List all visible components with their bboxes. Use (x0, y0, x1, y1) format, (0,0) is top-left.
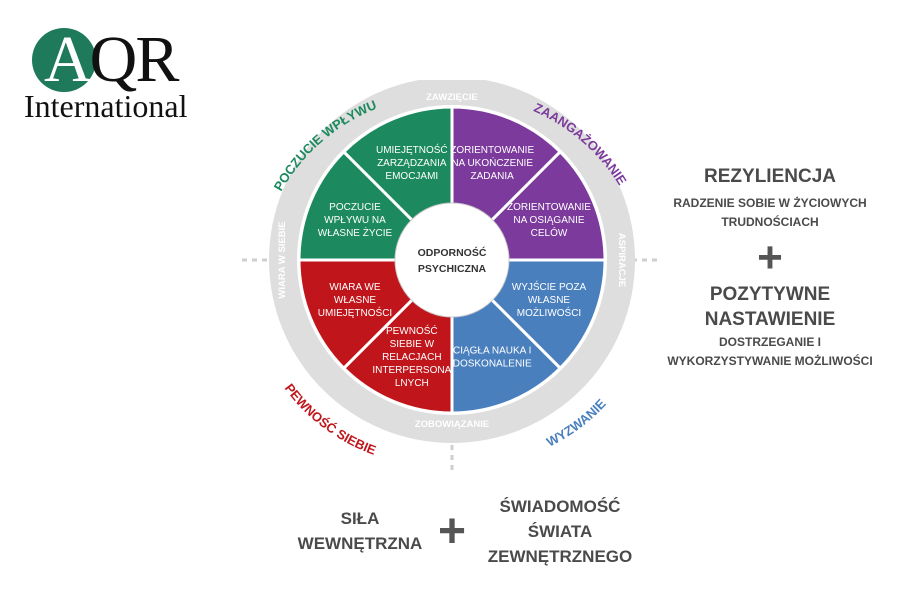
segment-label-line: PEWNOŚĆ (386, 324, 438, 337)
ring-label-left: WIARA W SIEBIE (277, 221, 288, 298)
segment-label-line: NA UKOŃCZENIE (451, 156, 533, 169)
inner-strength-label: SIŁA WEWNĘTRZNA (280, 506, 440, 556)
resilience-wheel: ODPORNOŚĆ PSYCHICZNA ZAWZIĘCIE ZOBOWIĄZA… (242, 80, 662, 470)
segment-label-line: CIĄGŁA NAUKA I (453, 346, 531, 357)
segment-label-line: WPŁYWU NA (324, 215, 386, 226)
logo-letter-a: A (44, 23, 92, 96)
inner-strength-line2: WEWNĘTRZNA (297, 534, 423, 553)
logo-circle (32, 28, 96, 92)
logo-subtitle: International (24, 88, 188, 124)
outer-awareness-line1: ŚWIADOMOŚĆ (499, 497, 621, 516)
outer-awareness-line2: ŚWIATA (527, 522, 593, 541)
bottom-plus-icon: + (437, 505, 467, 558)
inner-strength-line1: SIŁA (340, 509, 380, 528)
positive-attitude-title-line2: NASTAWIENIE (704, 309, 836, 330)
segment-label-line: WŁASNE ŻYCIE (318, 226, 393, 239)
segment-label-line: RELACJACH (382, 352, 441, 363)
positive-attitude-subtitle-line2: WYKORZYSTYWANIE MOŻLIWOŚCI (667, 354, 873, 368)
center-circle (394, 202, 510, 318)
resilience-subtitle-line1: RADZENIE SOBIE W ŻYCIOWYCH (673, 196, 867, 210)
segment-label-line: ZADANIA (471, 171, 515, 182)
resilience-subtitle-line2: TRUDNOŚCIACH (721, 215, 819, 229)
positive-attitude-title: POZYTYWNE NASTAWIENIE (640, 282, 900, 332)
segment-label-line: NA OSIĄGANIE (513, 215, 584, 226)
logo-letters-qr: QR (89, 23, 180, 96)
segment-label-line: WIARA WE (329, 282, 380, 293)
logo-mark: AQR (44, 23, 180, 96)
ring-label-right: ASPIRACJE (616, 233, 627, 287)
segment-label-line: DOSKONALENIE (453, 359, 532, 370)
segment-label-pewnosc-siebie-2: PEWNOŚĆ SIEBIE W RELACJACH INTERPERSONA LNYC… (372, 324, 451, 389)
positive-attitude-title-line1: POZYTYWNE (709, 284, 831, 305)
segment-label-poczucie-wplywu-1: UMIEJĘTNOŚĆ ZARZĄDZANIA EMOCJAMI (376, 143, 448, 182)
segment-label-line: CELÓW (531, 226, 568, 239)
resilience-title: REZYLIENCJA (704, 166, 836, 187)
segment-label-line: POCZUCIE (329, 202, 381, 213)
center-label-line2: PSYCHICZNA (418, 263, 487, 275)
segment-label-line: UMIEJĘTNOŚĆ (376, 143, 448, 156)
segment-label-line: WYJŚCIE POZA (512, 280, 587, 293)
segment-label-line: LNYCH (395, 378, 429, 389)
segment-label-line: ZARZĄDZANIA (377, 158, 447, 169)
ring-label-bottom: ZOBOWIĄZANIE (415, 419, 489, 430)
segment-label-line: ZORIENTOWANIE (450, 145, 534, 156)
aqr-logo: AQR International (22, 18, 222, 128)
outer-awareness-label: ŚWIADOMOŚĆ ŚWIATA ZEWNĘTRZNEGO (460, 494, 660, 569)
right-plus-icon: + (757, 233, 783, 282)
center-label-line1: ODPORNOŚĆ (418, 246, 487, 259)
ring-label-top: ZAWZIĘCIE (426, 92, 478, 103)
segment-label-line: WŁASNE (528, 295, 571, 306)
outer-awareness-line3: ZEWNĘTRZNEGO (487, 547, 633, 566)
segment-label-line: WŁASNE (334, 295, 377, 306)
segment-label-line: INTERPERSONA (372, 365, 451, 376)
segment-label-line: EMOCJAMI (385, 171, 438, 182)
segment-label-line: SIEBIE W (390, 339, 435, 350)
segment-label-wyzwanie-2: CIĄGŁA NAUKA I DOSKONALENIE (453, 346, 532, 370)
segment-label-line: UMIEJĘTNOŚCI (318, 306, 392, 319)
positive-attitude-subtitle: DOSTRZEGANIE I WYKORZYSTYWANIE MOŻLIWOŚCI (640, 333, 900, 371)
segment-label-line: ZORIENTOWANIE (507, 202, 591, 213)
segment-label-line: MOŻLIWOŚCI (517, 306, 581, 319)
positive-attitude-subtitle-line1: DOSTRZEGANIE I (718, 335, 821, 349)
resilience-subtitle: RADZENIE SOBIE W ŻYCIOWYCH TRUDNOŚCIACH (640, 194, 900, 232)
